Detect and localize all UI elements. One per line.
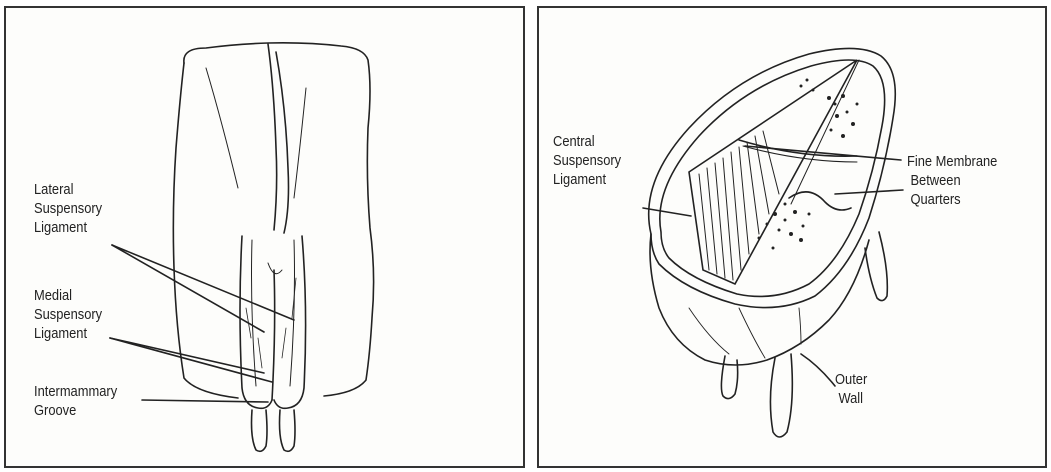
label-fine-membrane-between-quarters: Fine Membrane Between Quarters [907,152,997,209]
label-line: Suspensory [34,305,102,324]
udder-cross-section-drawing [539,8,1049,470]
label-line: Lateral [34,180,102,199]
label-line: Suspensory [34,199,102,218]
label-line: Ligament [553,170,621,189]
label-line: Groove [34,401,117,420]
right-panel-cross-section: Central Suspensory Ligament Fine Membran… [537,6,1047,468]
label-line: Central [553,132,621,151]
label-intermammary-groove: Intermammary Groove [34,382,117,420]
label-line: Between [910,171,997,190]
label-line: Quarters [910,190,997,209]
label-line: Wall [838,389,867,408]
label-line: Medial [34,286,102,305]
label-line: Outer [835,370,867,389]
label-line: Intermammary [34,382,117,401]
label-line: Ligament [34,218,102,237]
label-central-suspensory-ligament: Central Suspensory Ligament [553,132,621,189]
label-medial-suspensory-ligament: Medial Suspensory Ligament [34,286,102,343]
label-lateral-suspensory-ligament: Lateral Suspensory Ligament [34,180,102,237]
left-panel-rear-view: Lateral Suspensory Ligament Medial Suspe… [4,6,525,468]
label-line: Ligament [34,324,102,343]
label-outer-wall: Outer Wall [835,370,867,408]
label-line: Suspensory [553,151,621,170]
label-line: Fine Membrane [907,152,997,171]
